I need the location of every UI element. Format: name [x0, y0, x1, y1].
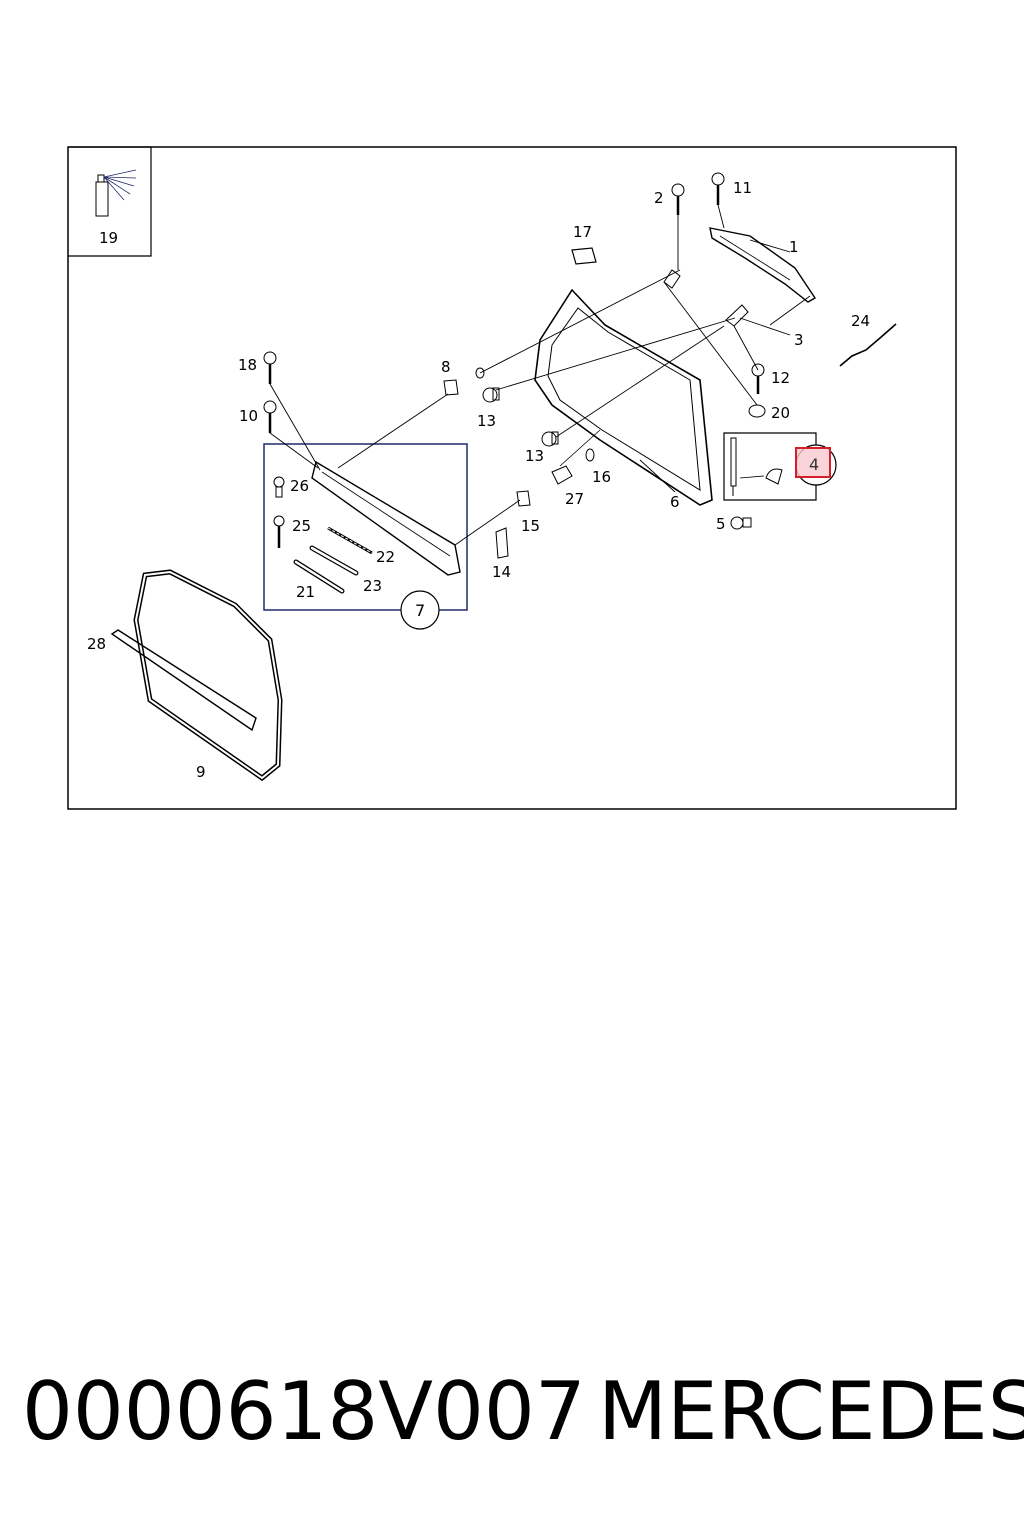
callout-19: 19	[99, 229, 118, 247]
washer-20-icon	[748, 404, 766, 418]
clip-8-icon	[443, 379, 459, 396]
trim-strip-28	[110, 629, 257, 732]
wire-harness-icon	[839, 323, 897, 367]
circled-callout-7-ring	[400, 590, 440, 630]
bolt-12-icon	[751, 363, 765, 394]
diagram-frame	[67, 146, 957, 810]
lamp-strip-parts	[293, 526, 373, 594]
callout-24: 24	[851, 312, 870, 330]
callout-26: 26	[290, 477, 309, 495]
bolt-10-icon	[263, 400, 277, 433]
leader-lines	[269, 204, 811, 546]
circled-callout-7: 7	[415, 601, 425, 620]
washer-top-icon	[475, 367, 485, 379]
callout-16: 16	[592, 468, 611, 486]
screw-25-icon	[273, 515, 285, 548]
clip-14-icon	[495, 527, 509, 559]
ball-joint-5-icon	[730, 516, 752, 530]
callout-17: 17	[573, 223, 592, 241]
callout-9: 9	[196, 763, 206, 781]
upper-trim-strip	[709, 227, 816, 303]
callout-2: 2	[654, 189, 664, 207]
group-box-7	[263, 443, 468, 611]
callout-11: 11	[733, 179, 752, 197]
group-box-4	[723, 432, 817, 501]
callout-22: 22	[376, 548, 395, 566]
cap-27-icon	[551, 465, 573, 485]
callout-1: 1	[789, 238, 799, 256]
plug-13a-icon	[482, 387, 500, 403]
gas-strut-icon	[730, 437, 783, 496]
circled-callout-4: 4	[809, 455, 819, 474]
clip-17-icon	[571, 247, 597, 265]
washer-16-icon	[585, 448, 595, 462]
callout-25: 25	[292, 517, 311, 535]
callout-13a: 13	[477, 412, 496, 430]
part-number: 0000618V007	[22, 1365, 586, 1458]
callout-20: 20	[771, 404, 790, 422]
bolt-18-icon	[263, 351, 277, 384]
callout-3: 3	[794, 331, 804, 349]
callout-14: 14	[492, 563, 511, 581]
bulb-icon	[273, 476, 285, 498]
highlight-box-4	[795, 447, 831, 478]
plug-13b-icon	[541, 431, 559, 447]
callout-13b: 13	[525, 447, 544, 465]
spoiler-trim	[311, 460, 461, 576]
callout-21: 21	[296, 583, 315, 601]
tailgate-trim-panel	[534, 288, 713, 506]
callout-10: 10	[239, 407, 258, 425]
callout-23: 23	[363, 577, 382, 595]
callout-5: 5	[716, 515, 726, 533]
bolt-11-icon	[711, 172, 725, 205]
callout-15: 15	[521, 517, 540, 535]
clip-15-icon	[516, 490, 531, 507]
door-seal-9	[133, 569, 283, 782]
callout-8: 8	[441, 358, 451, 376]
callout-28: 28	[87, 635, 106, 653]
spray-can-icon	[68, 146, 152, 257]
brand-name: MERCEDES	[598, 1365, 1024, 1458]
bracket-icon	[725, 304, 749, 327]
callout-12: 12	[771, 369, 790, 387]
callout-6: 6	[670, 493, 680, 511]
bolt-2-icon	[671, 183, 685, 215]
callout-27: 27	[565, 490, 584, 508]
callout-18: 18	[238, 356, 257, 374]
